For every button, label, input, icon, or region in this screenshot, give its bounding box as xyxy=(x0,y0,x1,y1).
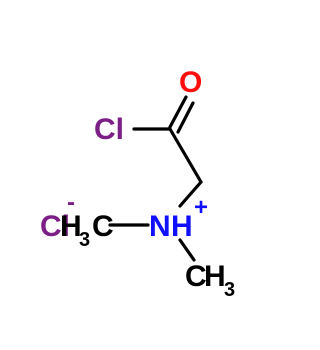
chemical-structure-diagram: O Cl Cl - H 3 C N H + C H 3 xyxy=(40,66,235,301)
nitrogen-atom-label: N xyxy=(149,210,171,243)
methyl-right-hydrogen-count: 3 xyxy=(224,279,235,301)
methyl-left-hydrogen-label: H xyxy=(60,210,82,243)
nitrogen-charge-label: + xyxy=(194,194,208,221)
bond-methylene-nitrogen xyxy=(178,180,203,208)
methyl-right-carbon-label: C xyxy=(185,260,207,293)
oxygen-atom-label: O xyxy=(179,66,202,99)
bond-carbonyl-double-b xyxy=(176,101,195,134)
methyl-left-hydrogen-count: 3 xyxy=(79,229,90,251)
bond-carbonyl-double-a xyxy=(168,95,188,129)
chloride-ion-label: Cl xyxy=(40,210,70,243)
acyl-chlorine-label: Cl xyxy=(94,113,124,146)
chloride-charge-label: - xyxy=(67,189,75,216)
methyl-left-carbon-label: C xyxy=(92,210,114,243)
bond-carbonyl-carbon-methylene xyxy=(168,127,203,184)
nitrogen-hydrogen-label: H xyxy=(171,210,193,243)
methyl-right-hydrogen-label: H xyxy=(204,260,226,293)
bond-nitrogen-methyl-right xyxy=(178,238,196,262)
